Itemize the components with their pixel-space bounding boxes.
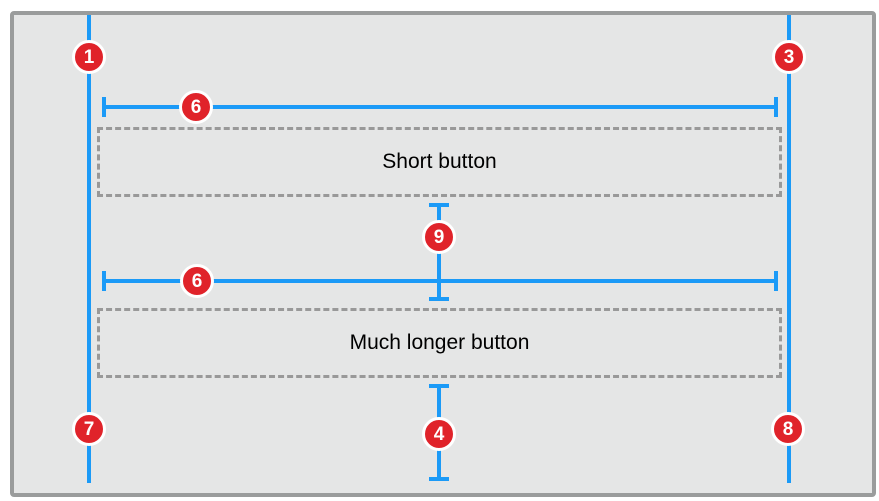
constraint-endcap-icon (429, 297, 449, 301)
width-constraint-top-line (104, 105, 776, 109)
constraint-endcap-icon (429, 477, 449, 481)
short-button-label: Short button (382, 150, 497, 173)
constraint-endcap-icon (774, 97, 778, 117)
constraint-badge-1: 1 (72, 40, 106, 74)
constraint-badge-7: 7 (72, 412, 106, 446)
long-button-label: Much longer button (349, 331, 530, 354)
constraint-endcap-icon (429, 203, 449, 207)
constraint-endcap-icon (102, 97, 106, 117)
constraint-badge-8: 8 (771, 412, 805, 446)
constraint-endcap-icon (774, 271, 778, 291)
constraint-endcap-icon (429, 384, 449, 388)
view-canvas (10, 11, 876, 497)
trailing-margin-guide-line (787, 15, 791, 483)
constraint-badge-9: 9 (422, 220, 456, 254)
constraint-badge-4: 4 (422, 417, 456, 451)
constraint-badge-3: 3 (772, 40, 806, 74)
constraint-badge-6-bottom: 6 (180, 264, 214, 298)
short-button-placeholder[interactable]: Short button (97, 127, 782, 197)
leading-margin-guide-line (87, 15, 91, 483)
constraint-endcap-icon (102, 271, 106, 291)
width-constraint-bottom-line (104, 279, 776, 283)
long-button-placeholder[interactable]: Much longer button (97, 308, 782, 378)
constraint-badge-6-top: 6 (179, 90, 213, 124)
